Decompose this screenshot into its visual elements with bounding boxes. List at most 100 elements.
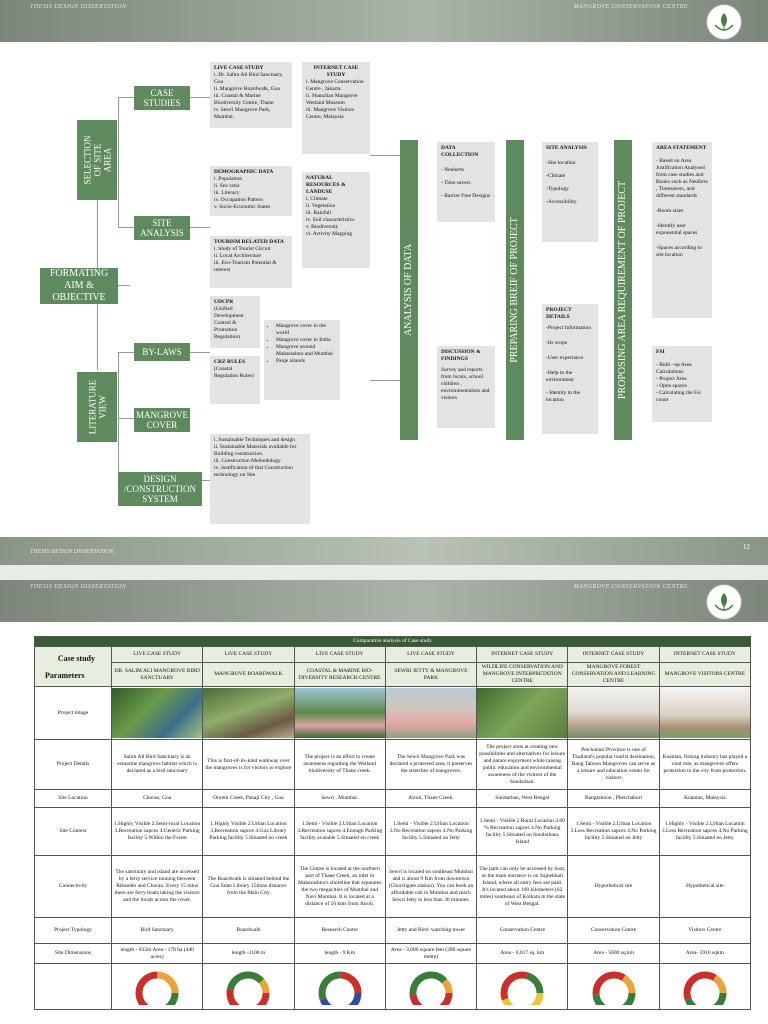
connector (190, 97, 210, 98)
case-name: SEWRI JETTY & MANGROVE PARK (385, 663, 476, 687)
list-item: iii. Construction Methodology (214, 458, 306, 465)
logo-icon (706, 4, 742, 40)
list-item: - Identity to the location (546, 390, 594, 404)
header-right: MANGROVE CONSERVATION CENTRE (573, 4, 688, 10)
list-item: v. Biodiversity (306, 224, 366, 231)
data-title: DATA COLLECTION (441, 145, 491, 159)
fsi-title: FSI (656, 349, 708, 356)
table-cell: Conservation Centre (477, 918, 568, 944)
list-item: - Nenherts (441, 167, 491, 174)
site-analysis-box: SITE ANALYSIS (134, 216, 190, 240)
page-comparative: THESIS DESIGN DISSERTATION MANGROVE CONS… (0, 580, 768, 1024)
list-item: v. Socio-Economic States (214, 204, 288, 211)
table-cell: The park can only be accessed by boat, a… (477, 856, 568, 918)
project-image (294, 687, 385, 740)
header-band: THESIS DESIGN DISSERTATION MANGROVE CONS… (0, 0, 768, 42)
case-name: MANGROVE BOARDWALK (203, 663, 294, 687)
table-cell: Petchaburi Province is one of Thailand's… (568, 740, 659, 790)
list-item: ii. Mangrove Boardwalk, Goa (214, 86, 288, 93)
list-item: iv. Justification of that Construction t… (214, 465, 306, 479)
formating-aim-box: FORMATING AIM & OBJECTIVE (40, 268, 118, 304)
table-cell: The Centre is located at the northern pa… (294, 856, 385, 918)
row-label: Site Context (35, 808, 112, 856)
case-name: WILDLIFE CONSERVATION AND MANGROVE INTER… (477, 663, 568, 687)
list-item: iii. Rainfall (306, 210, 366, 217)
page-gap (0, 565, 768, 580)
connector (118, 352, 134, 353)
footer-left: THESIS DESIGN DISSERTATION (30, 549, 113, 555)
by-laws-box: BY-LAWS (134, 343, 190, 361)
list-item: -Identify user exponential spaces (656, 223, 708, 237)
list-item: iv. Occupation Pattern (214, 197, 288, 204)
project-image (112, 687, 203, 740)
internet-case-study-box: INTERNET CASE STUDY i. Mangrove Conserva… (302, 62, 370, 154)
connector (118, 227, 134, 228)
list-item: i. Population (214, 176, 288, 183)
list-item: -Climate (546, 173, 594, 180)
case-name: MANGROVE VISITORS CENTRE (659, 663, 750, 687)
proposing-area-bar: PROPOSING AREA REQUIREMENT OF PROJECT (614, 140, 632, 440)
table-row: Site Dimensions length - 932m Area - 178… (35, 944, 751, 964)
fsi-box: FSI - Built –up Area Calculations - Proj… (652, 346, 712, 422)
table-cell: Kuantan, fishing industry has played a v… (659, 740, 750, 790)
table-cell: 1.Highly - Visible 2.Urban Location 3.Le… (659, 808, 750, 856)
list-item: - Calculating the Fsi count (656, 390, 708, 404)
comparative-table: Comparative analysis of Case study Case … (34, 636, 751, 1010)
natural-resources-box: NATURAL RESOURCES & LANDUSE i. Climate i… (302, 172, 370, 268)
data-collection-box: DATA COLLECTION - Nenherts - Time savers… (437, 142, 495, 222)
table-row: Project Details Salim Ali Bird Sanctuary… (35, 740, 751, 790)
project-image (203, 687, 294, 740)
table-row: Project image (35, 687, 751, 740)
table-cell: The Sewri Mangrove Park was declared a p… (385, 740, 476, 790)
page-methodology: THESIS DESIGN DISSERTATION MANGROVE CONS… (0, 0, 768, 565)
table-row: Site Location Chorao, Goa Oorem Creek, P… (35, 790, 751, 808)
table-cell: Sewri is located on southeast Mumbai and… (385, 856, 476, 918)
corner-top: Case study (37, 655, 109, 662)
table-cell: 1.Highly Visible 2.Semi-rural Location 3… (112, 808, 203, 856)
tourism-title: TOURISM RELATED DATA (214, 239, 288, 246)
donut-chart (659, 964, 750, 1010)
table-cell: Boardwalk (203, 918, 294, 944)
table-cell: Sundarban, West Bengal (477, 790, 568, 808)
list-item: -Spaces according to site location (656, 245, 708, 259)
header-right-2: MANGROVE CONSERVATION CENTRE (573, 584, 688, 590)
list-item: Mangrove around Maharashtra and Mumbai (276, 344, 336, 358)
donut-chart (477, 964, 568, 1010)
list-item: iv. Soil characteristics (306, 217, 366, 224)
case-type: LIVE CASE STUDY (203, 647, 294, 663)
list-item: -Help to the environment (546, 370, 594, 384)
list-item: ii. Vegetation (306, 203, 366, 210)
table-cell: Jetty and Bird- watching tower (385, 918, 476, 944)
case-type: LIVE CASE STUDY (385, 647, 476, 663)
live-title: LIVE CASE STUDY (214, 65, 288, 72)
disc-text: Survey and reports from locals, school c… (441, 367, 491, 402)
case-name: COASTAL & MARINE BIO-DIVERSITY RESEARCH … (294, 663, 385, 687)
row-label: Project Typology (35, 918, 112, 944)
case-name: DR. SALIM ALI MANGROVE BIRD SANCTUARY (112, 663, 203, 687)
list-item: iii. Coastal & Marine Biodiversity Centr… (214, 93, 288, 107)
connector (118, 97, 119, 227)
table-row: Site Context 1.Highly Visible 2.Semi-rur… (35, 808, 751, 856)
donut-chart (385, 964, 476, 1010)
case-type: INTERNET CASE STUDY (477, 647, 568, 663)
logo-icon-2 (706, 584, 742, 620)
internet-title: INTERNET CASE STUDY (306, 65, 366, 79)
crz-text: (Coastal Regulation Rules) (214, 366, 256, 380)
list-item: i. Study of Tourist Circuit (214, 246, 288, 253)
table-cell: The project is an effort to create aware… (294, 740, 385, 790)
header-left-2: THESIS DESIGN DISSERTATION (30, 584, 126, 590)
table-cell: Hypothetical site (568, 856, 659, 918)
table-cell: This is first-of-its-kind walkway over t… (203, 740, 294, 790)
table-cell: Research Centre (294, 918, 385, 944)
table-cell: length -1100 m (203, 944, 294, 964)
donut-chart (203, 964, 294, 1010)
connector (97, 200, 98, 268)
live-case-study-box: LIVE CASE STUDY i. Dr. Salim Ali Bird Sa… (210, 62, 292, 128)
row-label: Project Details (35, 740, 112, 790)
table-cell: Oorem Creek, Panaji City , Goa (203, 790, 294, 808)
site-analysis-detail-box: SITE ANALYSIS -Site location -Climate -T… (542, 142, 598, 242)
list-item: - Based on Area Justification Analysed f… (656, 158, 708, 200)
list-item: iii. Eco-Tourism Potential & interest (214, 260, 288, 274)
case-type: LIVE CASE STUDY (294, 647, 385, 663)
list-item: - Open spaces (656, 383, 708, 390)
